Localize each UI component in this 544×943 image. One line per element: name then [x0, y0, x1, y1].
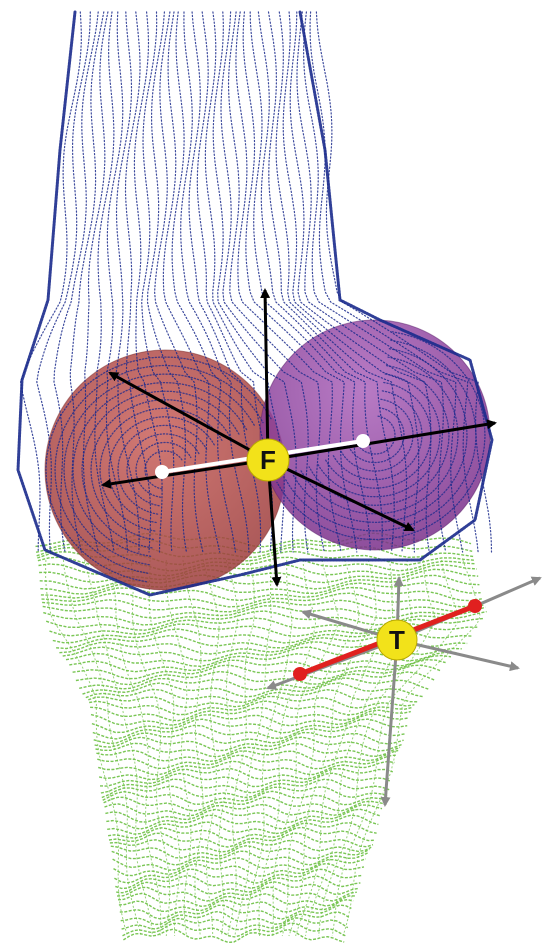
- tibia-contour: [101, 779, 389, 793]
- tibia-contour: [100, 773, 391, 786]
- tibia-marker: T: [377, 620, 417, 660]
- tibia-strand: [289, 560, 376, 936]
- tibia-strand: [332, 560, 458, 936]
- tibia-segment-left-point: [293, 667, 307, 681]
- tibia-strand: [203, 560, 219, 936]
- femur-marker: F: [247, 439, 289, 481]
- tibia-contour: [94, 733, 404, 744]
- tibia-contour: [69, 660, 445, 673]
- tibia-point-cloud: [36, 533, 487, 942]
- tibia-strand: [273, 560, 339, 936]
- tibia-segment-right-point: [468, 599, 482, 613]
- tibia-contour: [96, 750, 398, 761]
- femur-segment-left-point: [155, 465, 169, 479]
- tibia-marker-label: T: [389, 625, 405, 655]
- tibia-contour: [122, 918, 348, 930]
- tibia-contour: [103, 791, 386, 804]
- tibia-contour: [119, 900, 353, 912]
- tibia-axis-inferior-arrow: [385, 640, 397, 805]
- tibia-contour: [41, 588, 482, 601]
- tibia-contour: [105, 809, 380, 822]
- tibia-contour: [98, 761, 394, 775]
- tibia-contour: [88, 697, 414, 709]
- tibia-contour: [43, 611, 486, 625]
- femur-segment-right-point: [356, 434, 370, 448]
- tibia-contour: [96, 743, 401, 756]
- tibia-contour: [123, 929, 344, 942]
- tibia-contour: [42, 593, 484, 607]
- tibia-contour: [90, 707, 411, 720]
- tibia-contour: [114, 869, 362, 883]
- femur-marker-label: F: [260, 445, 276, 475]
- tibia-contour: [108, 827, 375, 840]
- tibia-contour: [115, 876, 360, 889]
- tibia-contour: [123, 923, 347, 937]
- tibia-contour: [118, 893, 355, 906]
- tibia-contour: [42, 600, 484, 612]
